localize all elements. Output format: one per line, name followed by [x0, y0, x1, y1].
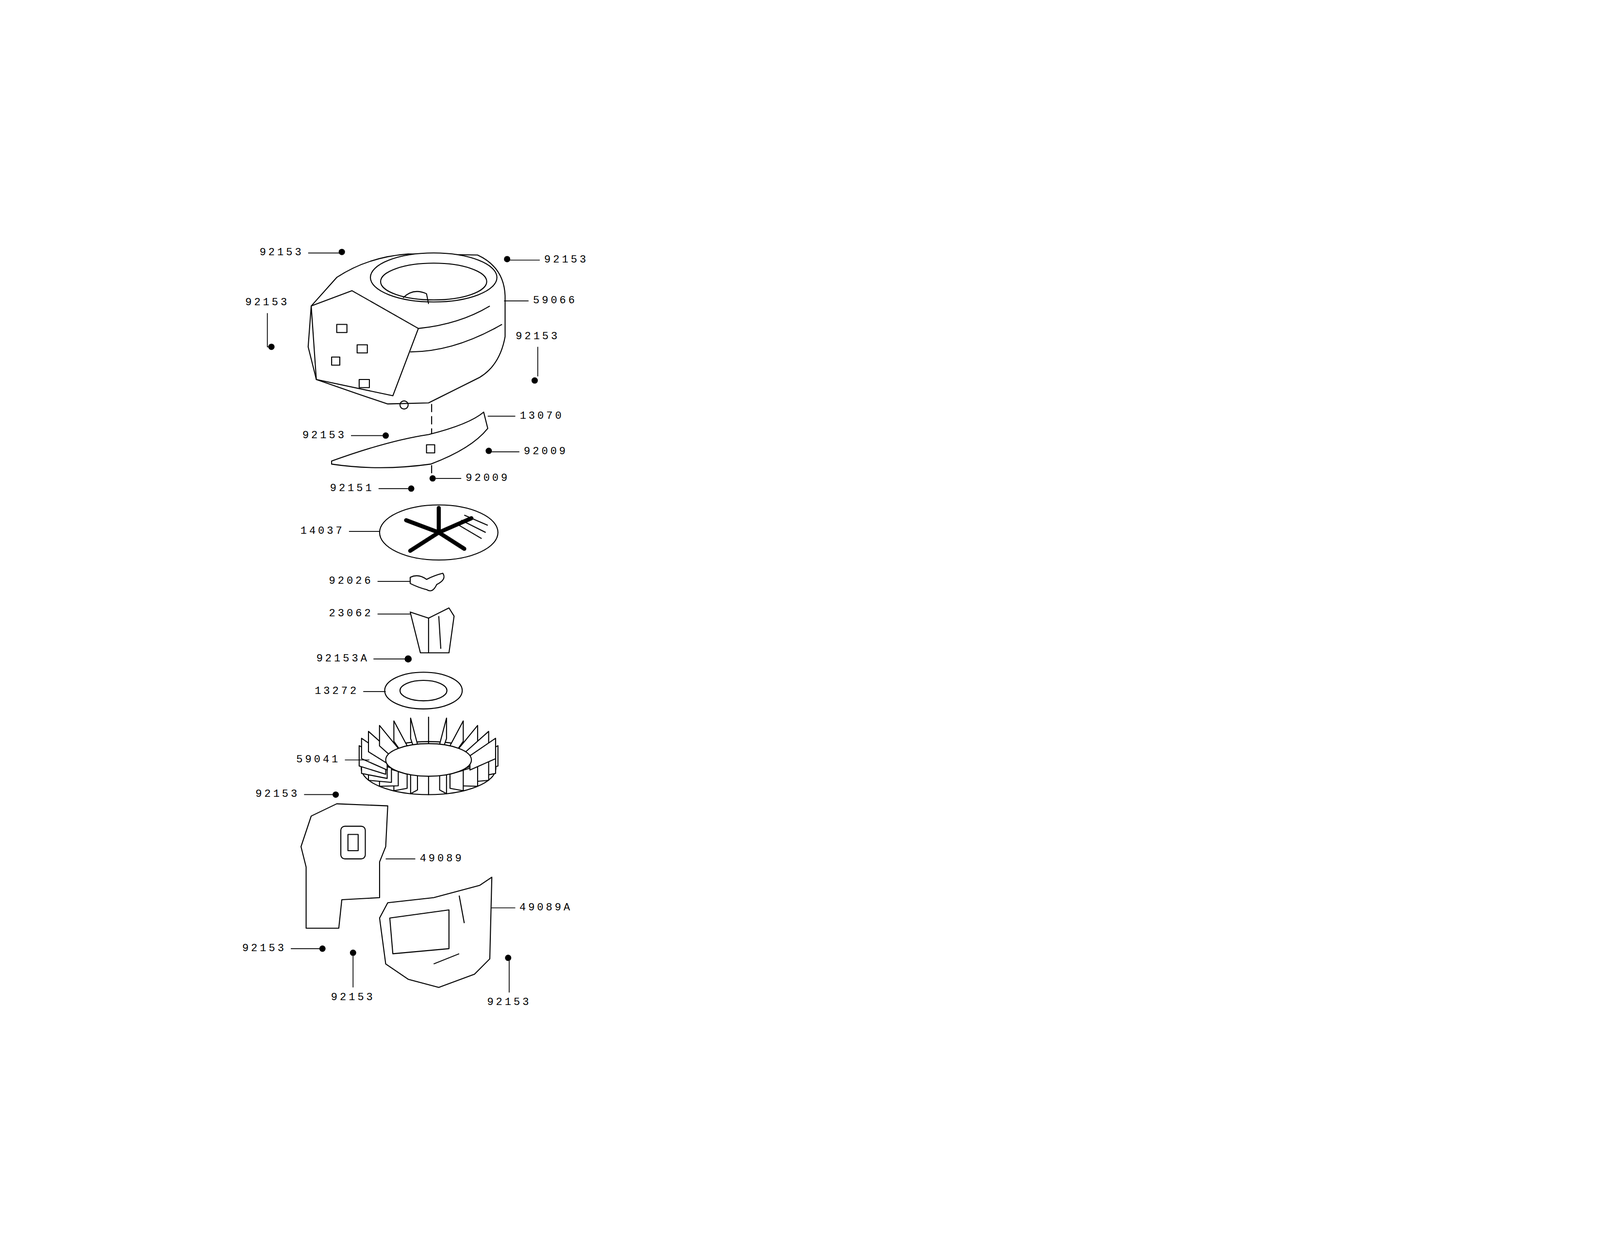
leader-line [491, 451, 520, 453]
callout-number: 59041 [295, 753, 341, 767]
callout-number: 92153 [241, 942, 287, 956]
callout-number: 92151 [329, 482, 375, 496]
leader-line [537, 347, 539, 377]
leader-lines [267, 249, 540, 994]
screw [319, 946, 326, 952]
fan-fin [439, 773, 447, 794]
shroud-tab [336, 324, 348, 333]
shroud-contour [410, 306, 502, 353]
leader-line [435, 478, 462, 480]
shroud-side-panel [311, 290, 419, 397]
shroud-tab [357, 344, 368, 353]
cooling-fan [359, 717, 499, 796]
screw [430, 475, 436, 482]
leader-line [308, 252, 340, 254]
screw [532, 378, 538, 384]
callout-number: 49089 [419, 852, 465, 866]
callout-number: 92009 [465, 472, 511, 485]
baffle-plate [331, 412, 488, 468]
leader-line [378, 488, 409, 490]
cover-window-inner [348, 834, 359, 851]
mount-hole [400, 400, 409, 410]
callout-number: 92153 [244, 296, 290, 310]
shroud-opening [370, 252, 498, 302]
fan-hub [385, 743, 472, 777]
callout-number: 92153 [254, 788, 300, 801]
screw [504, 256, 510, 262]
callout-number: 92153 [259, 246, 305, 260]
leader-line [267, 313, 269, 347]
fan-fin [469, 738, 496, 770]
callout-number: 92153A [316, 652, 370, 666]
screw [339, 249, 345, 255]
leader-line [352, 956, 354, 988]
screw [383, 433, 389, 439]
fan-fin [428, 774, 430, 795]
leader-line [510, 259, 540, 261]
callout-number: 92026 [328, 575, 374, 588]
callout-number: 92153 [330, 991, 376, 1005]
leader-line [290, 948, 320, 950]
callout-number: 13272 [314, 685, 360, 699]
screw [485, 448, 492, 454]
callout-number: 14037 [300, 525, 346, 538]
illustration-group [267, 249, 540, 994]
cylinder-cover [379, 877, 492, 988]
callout-number: 49089A [518, 901, 573, 915]
leader-line [344, 759, 369, 761]
callout-number: 23062 [328, 607, 374, 621]
leader-line [363, 691, 386, 693]
leader-line [349, 531, 380, 533]
screw [268, 344, 275, 350]
leader-line [373, 658, 405, 660]
screen-mesh [459, 515, 488, 539]
bracket [410, 608, 454, 653]
callout-number: 92153 [301, 429, 348, 442]
callout-number: 59066 [532, 294, 578, 308]
leader-line [508, 961, 510, 993]
cylinder-cover [300, 803, 388, 929]
screw [404, 656, 412, 663]
fan-fin [410, 773, 418, 794]
screw [408, 485, 415, 492]
baffle-clip [426, 444, 435, 453]
bracket-edge [428, 616, 441, 654]
shroud-tab [331, 357, 340, 366]
cover-window [340, 826, 366, 860]
callout-number: 92009 [523, 445, 569, 459]
screw [505, 955, 511, 961]
cover-contour [389, 896, 465, 965]
leader-line [303, 794, 333, 796]
ring-plate [384, 672, 463, 710]
screw [333, 792, 339, 798]
screen-spokes [406, 508, 472, 551]
callout-number: 92153 [486, 996, 532, 1010]
shroud-opening-inner [380, 263, 487, 300]
callout-number: 13070 [519, 409, 565, 423]
ring-hole [400, 680, 448, 701]
rotating-screen [379, 504, 499, 561]
leader-line [350, 435, 383, 437]
leader-line [503, 300, 529, 302]
plate [410, 573, 445, 591]
callout-number: 92153 [543, 253, 589, 267]
callout-number: 92153 [515, 330, 561, 343]
screw [350, 950, 356, 956]
leader-line [385, 858, 416, 860]
leader-line [377, 614, 411, 616]
shroud-inner-lip [402, 291, 429, 305]
leader-line [487, 416, 516, 417]
leader-line [377, 581, 411, 583]
shroud-tab [359, 379, 370, 388]
leader-line [490, 907, 516, 909]
